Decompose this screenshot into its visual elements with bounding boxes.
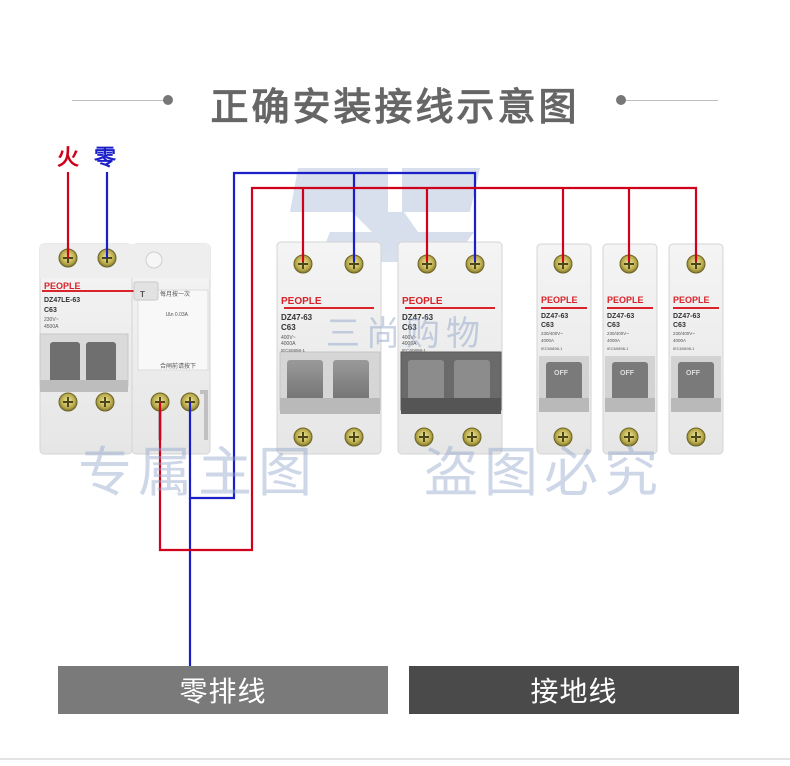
mcb2p-1-terminal-4 — [344, 427, 364, 447]
mcb1p-1-current: 4000A — [541, 338, 554, 343]
title-left-dot — [163, 95, 173, 105]
mcb1p-2-terminal-2 — [619, 427, 639, 447]
mcb2p-2-current: 4000A — [402, 341, 417, 347]
rcbo-voltage: 230V~ — [44, 317, 59, 323]
mcb1p-1-model: DZ47-63 — [541, 313, 568, 320]
mcb2p-2-terminal-4 — [462, 427, 482, 447]
mcb2p-2-standard: IEC60898-1 — [402, 348, 427, 353]
mcb1p-2-standard: IEC60898-1 — [607, 346, 629, 351]
rcbo-brand: PEOPLE — [44, 281, 81, 291]
mcb-1p-1 — [536, 243, 592, 455]
rcbo-reset-hint: 合闸前请按下 — [160, 362, 196, 370]
mcb-2p-1 — [276, 241, 382, 455]
rcbo-terminal-4 — [95, 392, 115, 412]
mcb1p-1-terminal-2 — [553, 427, 573, 447]
mcb1p-2-current: 4000A — [607, 338, 620, 343]
bottom-divider — [0, 758, 790, 760]
mcb1p-3-current: 4000A — [673, 338, 686, 343]
mcb1p-2-model: DZ47-63 — [607, 313, 634, 320]
watermark-center-text: 三尚购物 — [326, 314, 486, 354]
mcb1p-2-terminal-1 — [619, 254, 639, 274]
live-label: 火 — [57, 146, 80, 171]
rcbo-terminal-3 — [58, 392, 78, 412]
title-right-dot — [616, 95, 626, 105]
rcbo-test-button: T — [140, 290, 145, 299]
title-right-rule — [626, 100, 718, 101]
mcb1p-2-brand: PEOPLE — [607, 295, 644, 305]
mcb1p-3-brand: PEOPLE — [673, 295, 710, 305]
page-title: 正确安装接线示意图 — [210, 85, 580, 129]
neutral-label: 零 — [94, 146, 117, 171]
mcb2p-1-terminal-1 — [293, 254, 313, 274]
mcb1p-1-toggle-label: OFF — [554, 370, 569, 377]
mcb1p-2-rating: C63 — [607, 322, 620, 329]
mcb2p-1-model: DZ47-63 — [281, 313, 313, 322]
mcb2p-1-standard: IEC60898-1 — [281, 348, 306, 353]
mcb1p-2-voltage: 230/400V~ — [607, 331, 629, 336]
watermark-left-text: 专属主图 — [78, 441, 318, 504]
neutral-bus-bar: 零排线 — [58, 666, 388, 714]
mcb-1p-3 — [668, 243, 724, 455]
mcb2p-1-brand: PEOPLE — [281, 296, 322, 307]
mcb1p-2-toggle-label: OFF — [620, 370, 635, 377]
mcb1p-1-rating: C63 — [541, 322, 554, 329]
mcb2p-1-voltage: 400V~ — [281, 335, 296, 341]
rcbo-current: 4500A — [44, 324, 59, 330]
mcb1p-1-voltage: 230/400V~ — [541, 331, 563, 336]
rcbo-model: DZ47LE-63 — [44, 297, 80, 304]
mcb-1p-2 — [602, 243, 658, 455]
mcb2p-2-model: DZ47-63 — [402, 313, 434, 322]
rcbo-test-hint: 每月按一次 — [160, 290, 190, 298]
mcb1p-1-brand: PEOPLE — [541, 295, 578, 305]
mcb2p-1-terminal-3 — [293, 427, 313, 447]
mcb1p-3-voltage: 230/400V~ — [673, 331, 695, 336]
mcb1p-3-terminal-2 — [686, 427, 706, 447]
rcbo-spec: IΔn 0.03A — [166, 312, 189, 318]
mcb2p-1-terminal-2 — [344, 254, 364, 274]
live-wires — [66, 172, 698, 552]
mcb2p-2-brand: PEOPLE — [402, 296, 443, 307]
mcb1p-1-standard: IEC60898-1 — [541, 346, 563, 351]
mcb1p-3-toggle-label: OFF — [686, 370, 701, 377]
mcb1p-3-standard: IEC60898-1 — [673, 346, 695, 351]
mcb1p-3-model: DZ47-63 — [673, 313, 700, 320]
mcb2p-1-rating: C63 — [281, 323, 296, 332]
mcb2p-2-rating: C63 — [402, 323, 417, 332]
title-left-rule — [72, 100, 164, 101]
mcb2p-2-voltage: 400V~ — [402, 335, 417, 341]
mcb2p-1-current: 4000A — [281, 341, 296, 347]
watermark-right-text: 盗图必究 — [424, 441, 664, 504]
live-wire-output-bus — [158, 186, 698, 552]
rcbo-breaker — [39, 243, 211, 455]
ground-bar: 接地线 — [409, 666, 739, 714]
mcb2p-2-terminal-3 — [414, 427, 434, 447]
mcb-2p-2 — [397, 241, 503, 455]
mcb1p-3-rating: C63 — [673, 322, 686, 329]
rcbo-rating: C63 — [44, 307, 57, 314]
watermark-logo — [290, 168, 480, 262]
